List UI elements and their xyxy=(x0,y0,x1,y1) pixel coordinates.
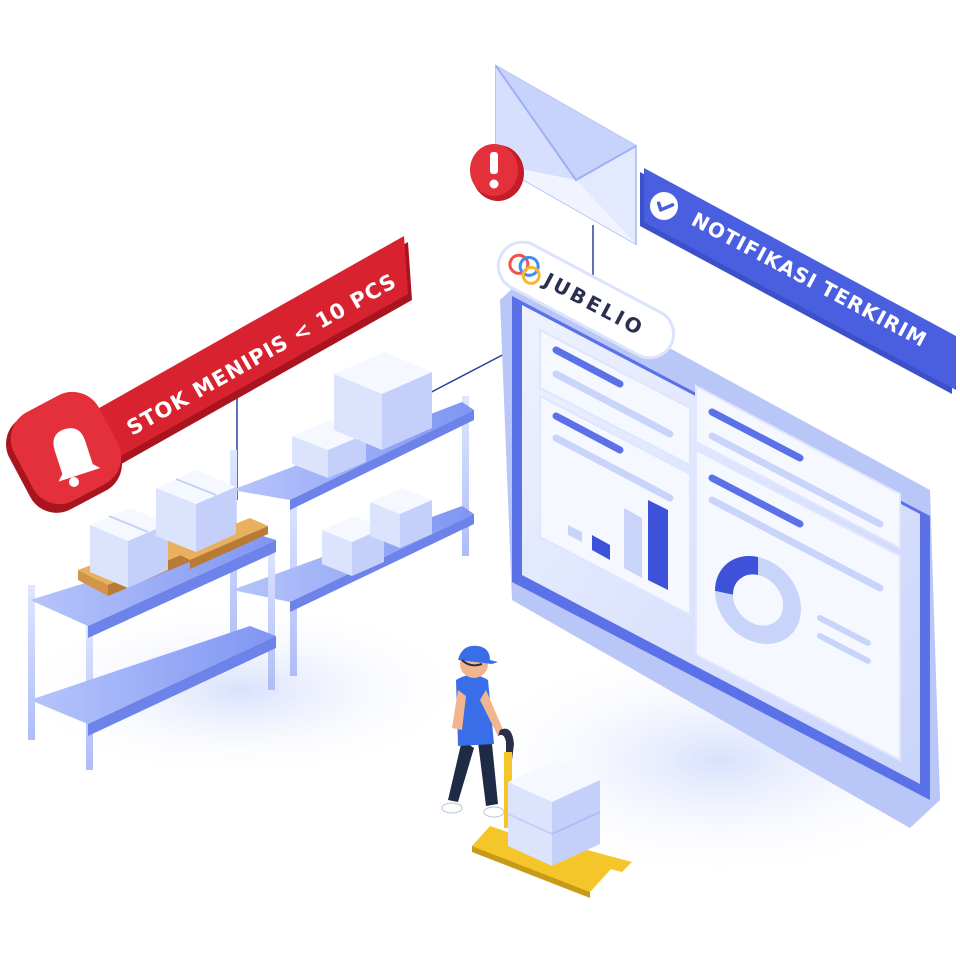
bell-icon xyxy=(6,391,122,513)
box xyxy=(156,470,236,552)
box xyxy=(322,516,384,576)
chart-bar-2 xyxy=(592,535,610,560)
box xyxy=(334,352,432,450)
box-on-jack xyxy=(507,760,601,866)
box xyxy=(90,508,168,588)
notification-banner-label: NOTIFIKASI TERKIRIM xyxy=(688,207,932,352)
dashboard-monitor xyxy=(500,272,940,828)
dashboard-donut-chart xyxy=(715,556,801,644)
box xyxy=(370,488,432,548)
dashboard-text-bars xyxy=(552,346,884,664)
chart-bar-1 xyxy=(568,525,582,542)
exclamation-icon xyxy=(470,144,524,201)
envelope-icon xyxy=(495,64,637,246)
chart-bar-4 xyxy=(648,500,668,590)
chart-bar-3 xyxy=(624,508,642,578)
check-badge-icon xyxy=(650,192,678,220)
floor-shadow-left xyxy=(10,600,470,780)
dashboard-bar-chart xyxy=(568,500,668,590)
worker xyxy=(441,645,505,818)
boxes xyxy=(90,352,432,588)
jubelio-logo-icon xyxy=(508,253,541,285)
